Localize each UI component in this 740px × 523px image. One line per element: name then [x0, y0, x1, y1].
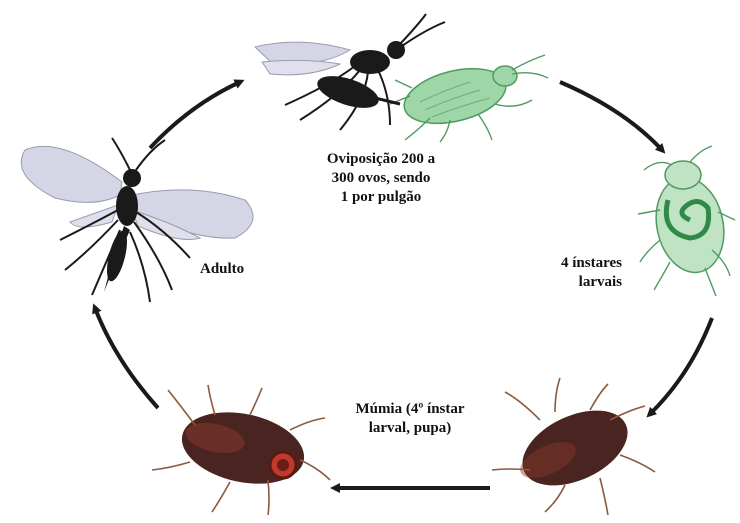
parasitized-aphid-larva-icon	[638, 146, 735, 296]
arrow-adult-to-oviposition	[150, 82, 240, 148]
arrow-oviposition-to-larva	[560, 82, 662, 150]
mummy-label: Múmia (4º ínstar larval, pupa)	[335, 400, 485, 438]
adult-label: Adulto	[200, 260, 244, 279]
host-aphid-green-icon	[390, 55, 548, 142]
wasp-ovipositing-icon	[255, 14, 548, 142]
mummy-label-line-1: Múmia (4º ínstar	[335, 400, 485, 419]
oviposition-label-line-1: Oviposição 200 a	[306, 150, 456, 169]
larval-instars-label: 4 ínstares larvais	[520, 254, 622, 292]
mummy-aphid-emerged-icon	[152, 385, 330, 515]
mummy-label-line-2: larval, pupa)	[335, 419, 485, 438]
oviposition-label-line-3: 1 por pulgão	[306, 188, 456, 207]
larval-instars-label-line-1: 4 ínstares	[520, 254, 622, 273]
mummy-aphid-icon	[492, 378, 655, 515]
arrow-emerged-to-adult	[95, 308, 158, 408]
oviposition-label-line-2: 300 ovos, sendo	[306, 169, 456, 188]
larval-instars-label-line-2: larvais	[520, 273, 622, 292]
arrow-larva-to-mummy	[650, 318, 712, 414]
oviposition-label: Oviposição 200 a 300 ovos, sendo 1 por p…	[306, 150, 456, 207]
